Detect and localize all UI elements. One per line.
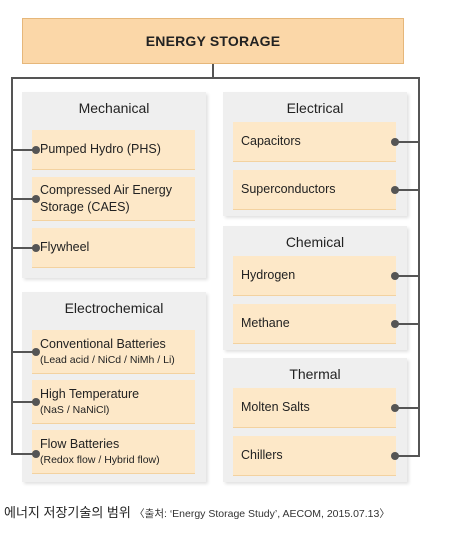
- item-pumped-hydro: Pumped Hydro (PHS): [32, 130, 195, 170]
- item-flow-batteries: Flow Batteries (Redox flow / Hybrid flow…: [32, 430, 195, 474]
- branch-line-flow-batteries: [11, 453, 36, 455]
- item-capacitors: Capacitors: [233, 122, 396, 162]
- root-stem-line: [212, 64, 214, 78]
- item-label: High Temperature: [40, 386, 140, 401]
- energy-storage-root: ENERGY STORAGE: [22, 18, 404, 64]
- branch-line-hydrogen: [395, 275, 420, 277]
- item-hydrogen: Hydrogen: [233, 256, 396, 296]
- item-label: Chillers: [241, 448, 283, 462]
- branch-line-molten-salts: [395, 407, 420, 409]
- branch-line-flywheel: [11, 247, 36, 249]
- item-label: Hydrogen: [241, 268, 296, 282]
- branch-line-conventional-batteries: [11, 351, 36, 353]
- connector-dot-compressed-air: [32, 195, 40, 203]
- item-superconductors: Superconductors: [233, 170, 396, 210]
- item-label: Conventional Batteries: [40, 336, 166, 351]
- connector-dot-pumped-hydro: [32, 146, 40, 154]
- item-molten-salts: Molten Salts: [233, 388, 396, 428]
- group-title-thermal: Thermal: [289, 366, 341, 382]
- connector-dot-flow-batteries: [32, 450, 40, 458]
- item-compressed-air: Compressed Air Energy Storage (CAES): [32, 177, 195, 221]
- caption-title: 에너지 저장기술의 범위: [4, 505, 131, 520]
- figure-caption: 에너지 저장기술의 범위 〈출처: ‘Energy Storage Study’…: [4, 502, 448, 521]
- item-flywheel: Flywheel: [32, 228, 195, 268]
- group-title-mechanical: Mechanical: [78, 100, 150, 116]
- connector-dot-flywheel: [32, 244, 40, 252]
- connector-dot-superconductors: [391, 186, 399, 194]
- connector-dot-molten-salts: [391, 404, 399, 412]
- item-label: Flywheel: [40, 240, 90, 254]
- item-high-temperature: High Temperature (NaS / NaNiCl): [32, 380, 195, 424]
- branch-line-high-temperature: [11, 401, 36, 403]
- connector-dot-high-temperature: [32, 398, 40, 406]
- item-label-line2: Storage (CAES): [40, 199, 130, 214]
- top-horizontal-line: [11, 77, 420, 79]
- item-label: Molten Salts: [241, 400, 310, 414]
- branch-line-methane: [395, 323, 420, 325]
- connector-dot-capacitors: [391, 138, 399, 146]
- item-sublabel: (Redox flow / Hybrid flow): [40, 453, 160, 466]
- branch-line-chillers: [395, 455, 420, 457]
- connector-dot-chillers: [391, 452, 399, 460]
- group-title-electrochemical: Electrochemical: [64, 300, 164, 316]
- item-sublabel: (NaS / NaNiCl): [40, 403, 110, 416]
- item-label: Capacitors: [241, 134, 301, 148]
- item-label: Superconductors: [241, 182, 336, 196]
- branch-line-superconductors: [395, 189, 420, 191]
- connector-dot-conventional-batteries: [32, 348, 40, 356]
- branch-line-capacitors: [395, 141, 420, 143]
- group-title-chemical: Chemical: [285, 234, 345, 250]
- item-label: Methane: [241, 316, 290, 330]
- item-sublabel: (Lead acid / NiCd / NiMh / Li): [40, 353, 175, 366]
- item-conventional-batteries: Conventional Batteries (Lead acid / NiCd…: [32, 330, 195, 374]
- branch-line-pumped-hydro: [11, 149, 36, 151]
- root-label: ENERGY STORAGE: [145, 33, 281, 49]
- group-title-electrical: Electrical: [286, 100, 344, 116]
- left-spine-line: [11, 77, 13, 455]
- item-chillers: Chillers: [233, 436, 396, 476]
- item-methane: Methane: [233, 304, 396, 344]
- connector-dot-methane: [391, 320, 399, 328]
- item-label: Compressed Air Energy: [40, 182, 173, 197]
- caption-source: 〈출처: ‘Energy Storage Study’, AECOM, 2015…: [134, 508, 390, 520]
- right-spine-line: [418, 77, 420, 456]
- item-label: Flow Batteries: [40, 436, 120, 451]
- branch-line-compressed-air: [11, 198, 36, 200]
- item-label: Pumped Hydro (PHS): [40, 142, 161, 156]
- connector-dot-hydrogen: [391, 272, 399, 280]
